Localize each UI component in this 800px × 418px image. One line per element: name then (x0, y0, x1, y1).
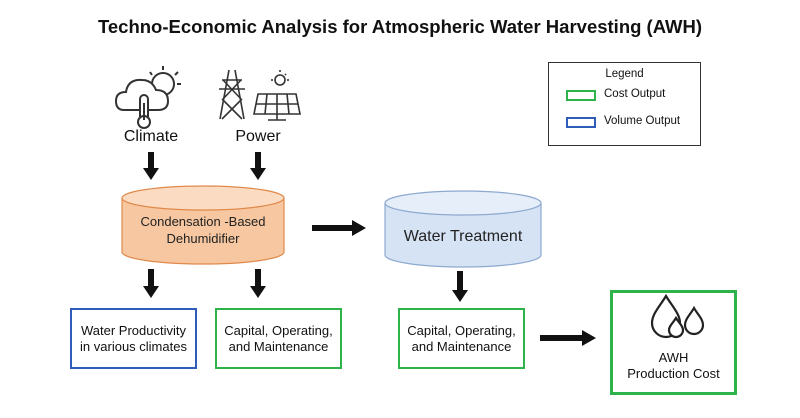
arrow-to-treatment (312, 220, 366, 236)
arrow-to-awh-cost (540, 330, 596, 346)
dehumidifier-label-line1: Condensation -Based (140, 214, 266, 229)
arrow-dehum-to-capex (250, 269, 266, 298)
legend-volume-swatch (566, 117, 596, 128)
water-treatment-label: Water Treatment (403, 228, 523, 245)
arrow-climate-down (143, 152, 159, 180)
power-label: Power (235, 128, 281, 145)
legend-title: Legend (605, 68, 644, 80)
arrow-treatment-to-capex (452, 271, 468, 302)
capex-opex-text-2: Capital, Operating, and Maintenance (407, 322, 516, 354)
awh-cost-box: AWH Production Cost (610, 290, 737, 395)
water-drops-icon (650, 293, 705, 339)
dehumidifier-cylinder (121, 185, 285, 265)
water-treatment-cylinder (384, 190, 542, 268)
arrow-power-down (250, 152, 266, 180)
legend-cost-label: Cost Output (604, 88, 666, 100)
legend-cost-swatch (566, 90, 596, 101)
legend-volume-label: Volume Output (604, 115, 681, 127)
arrow-dehum-to-productivity (143, 269, 159, 298)
legend: Legend Cost Output Volume Output (548, 62, 701, 146)
awh-cost-line1: AWH (658, 350, 689, 365)
awh-cost-label: AWH Production Cost (613, 350, 734, 382)
climate-label: Climate (123, 128, 179, 145)
awh-cost-line2: Production Cost (627, 366, 720, 381)
capex-opex-box-treatment: Capital, Operating, and Maintenance (398, 308, 525, 369)
power-icon (219, 69, 301, 121)
capex-opex-text-1: Capital, Operating, and Maintenance (224, 322, 333, 354)
water-productivity-box: Water Productivity in various climates (70, 308, 197, 369)
diagram-title: Techno-Economic Analysis for Atmospheric… (97, 16, 703, 37)
dehumidifier-label-line2: Dehumidifier (166, 231, 240, 246)
climate-icon (114, 66, 181, 129)
water-productivity-text: Water Productivity in various climates (80, 322, 187, 354)
dehumidifier-label: Condensation -Based Dehumidifier (122, 213, 284, 247)
capex-opex-box-dehumidifier: Capital, Operating, and Maintenance (215, 308, 342, 369)
